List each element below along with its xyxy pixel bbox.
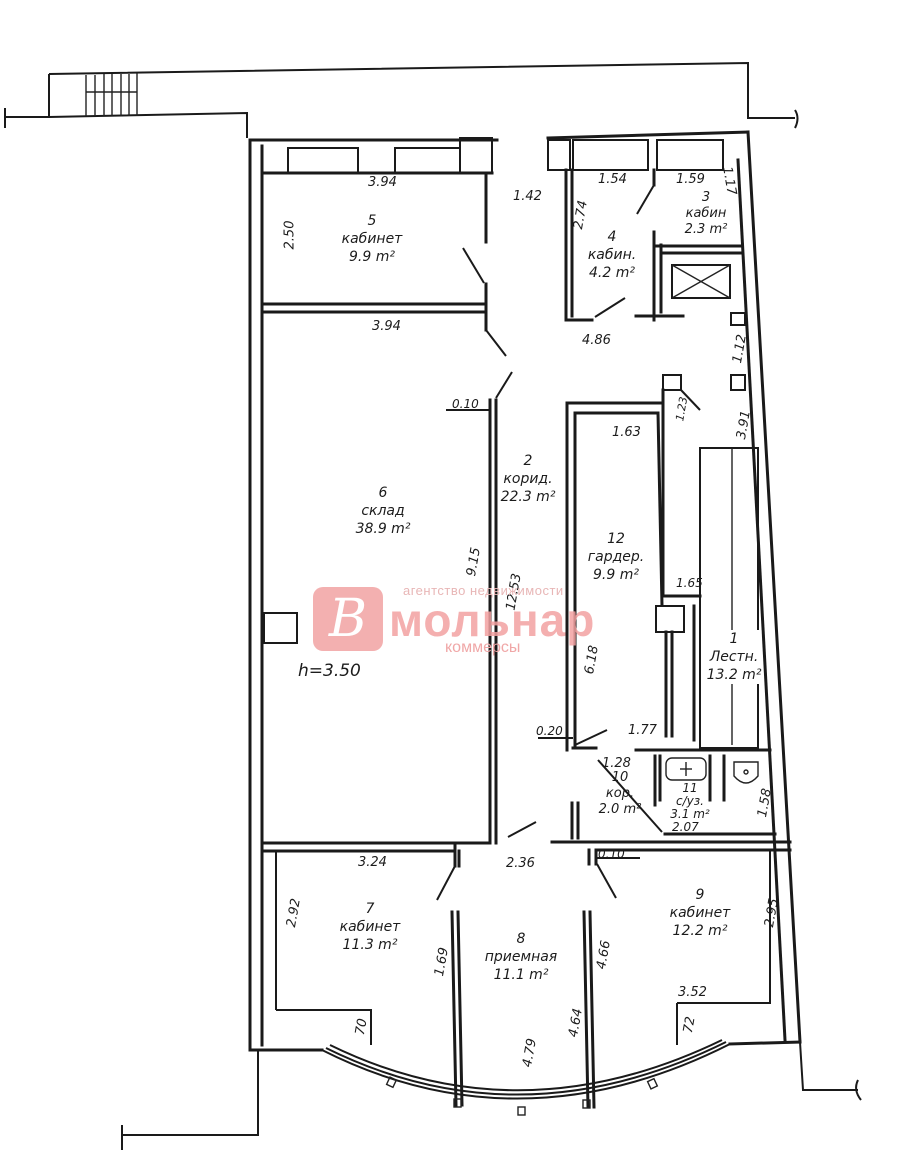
room-6-label: 6 склад 38.9 m² [356, 484, 411, 538]
room-9-label: 9 кабинет 12.2 m² [670, 886, 731, 940]
watermark-tagline: агентство недвижимости [403, 583, 564, 598]
room-area: 3.1 m² [670, 807, 710, 821]
dim-r3-top: 1.59 [676, 172, 705, 187]
ceiling-height-label: h=3.50 [298, 661, 361, 681]
dim-pier-right: 72 [680, 1015, 699, 1035]
watermark-brand: мольнар [389, 594, 596, 646]
room-10-label: 10 кор. 2.0 m² [599, 770, 642, 818]
dim-r10-top: 1.28 [602, 756, 631, 771]
room-area: 9.9 m² [349, 249, 395, 265]
room-name: корид. [503, 471, 553, 487]
room-number: 12 [607, 531, 625, 547]
room-number: 6 [378, 485, 388, 501]
room-8-label: 8 приемная 11.1 m² [485, 930, 557, 984]
room-name: склад [361, 503, 405, 519]
dim-wall-010-b: 0.10 [598, 847, 625, 861]
room-number: 7 [365, 901, 375, 917]
room-area: 22.3 m² [500, 489, 556, 505]
dim-r11-bottom: 2.07 [672, 820, 699, 834]
room-number: 1 [729, 631, 739, 647]
room-area: 38.9 m² [355, 521, 411, 537]
room-area: 2.0 m² [598, 802, 642, 817]
dim-r7-top: 3.24 [358, 855, 387, 870]
room-number: 5 [367, 213, 377, 229]
dim-r5-top: 3.94 [368, 175, 397, 190]
room-11-label: 11 с/уз. 3.1 m² [670, 782, 709, 821]
dim-stair-165: 1.65 [676, 576, 703, 590]
room-number: 2 [523, 453, 533, 469]
interior-walls [262, 168, 792, 1109]
dim-pier-left: 70 [352, 1017, 371, 1037]
room-name: кабинет [339, 919, 401, 935]
room-name: с/уз. [676, 794, 704, 808]
room-area: 13.2 m² [706, 667, 762, 683]
room-2-label: 2 корид. 22.3 m² [501, 452, 556, 506]
dim-corr-top: 1.42 [513, 189, 542, 204]
room-4-label: 4 кабин. 4.2 m² [588, 228, 636, 282]
dim-r9-bottom: 3.52 [678, 985, 707, 1000]
room-7-label: 7 кабинет 11.3 m² [340, 900, 401, 954]
room-number: 10 [611, 770, 629, 785]
room-number: 4 [607, 229, 617, 245]
room-name: кор. [605, 786, 635, 801]
outer-walls [248, 130, 802, 1052]
dim-wall-010-a: 0.10 [452, 397, 479, 411]
room-area: 9.9 m² [593, 567, 639, 583]
room-number: 8 [516, 931, 526, 947]
watermark-sub: коммерсы [445, 639, 521, 656]
dim-r6-top: 3.94 [372, 319, 401, 334]
room-area: 2.3 m² [684, 222, 728, 237]
room-3-label: 3 кабин 2.3 m² [685, 190, 728, 238]
room-name: кабин [685, 206, 727, 221]
room-1-label: 1 Лестн. 13.2 m² [706, 630, 762, 684]
dim-r4-top: 1.54 [598, 172, 627, 187]
room-area: 11.1 m² [493, 967, 549, 983]
room-number: 3 [701, 190, 711, 205]
dim-r5-side: 2.50 [282, 220, 298, 250]
room-number: 9 [695, 887, 705, 903]
room-5-label: 5 кабинет 9.9 m² [342, 212, 403, 266]
exterior-stair [85, 73, 138, 116]
bay-window-arc [321, 1039, 731, 1116]
dim-r12-top: 1.63 [612, 425, 641, 440]
room-area: 11.3 m² [342, 937, 398, 953]
window-niches [287, 137, 724, 174]
room-area: 4.2 m² [589, 265, 635, 281]
watermark-logo-icon: B [313, 587, 383, 651]
room-name: кабинет [669, 905, 731, 921]
room-name: кабин. [587, 247, 637, 263]
room-name: Лестн. [709, 649, 759, 665]
dim-r12-bottom: 1.77 [628, 723, 657, 738]
exterior-outline [4, 61, 862, 1150]
room-12-label: 12 гардер. 9.9 m² [588, 530, 644, 584]
dim-wall-020: 0.20 [536, 724, 563, 738]
room-name: гардер. [587, 549, 645, 565]
room-name: приемная [484, 949, 558, 965]
dim-r8-top: 2.36 [506, 856, 535, 871]
room-name: кабинет [341, 231, 403, 247]
dim-r4-bottom: 4.86 [582, 333, 611, 348]
room-number: 11 [682, 781, 698, 795]
room-area: 12.2 m² [672, 923, 728, 939]
